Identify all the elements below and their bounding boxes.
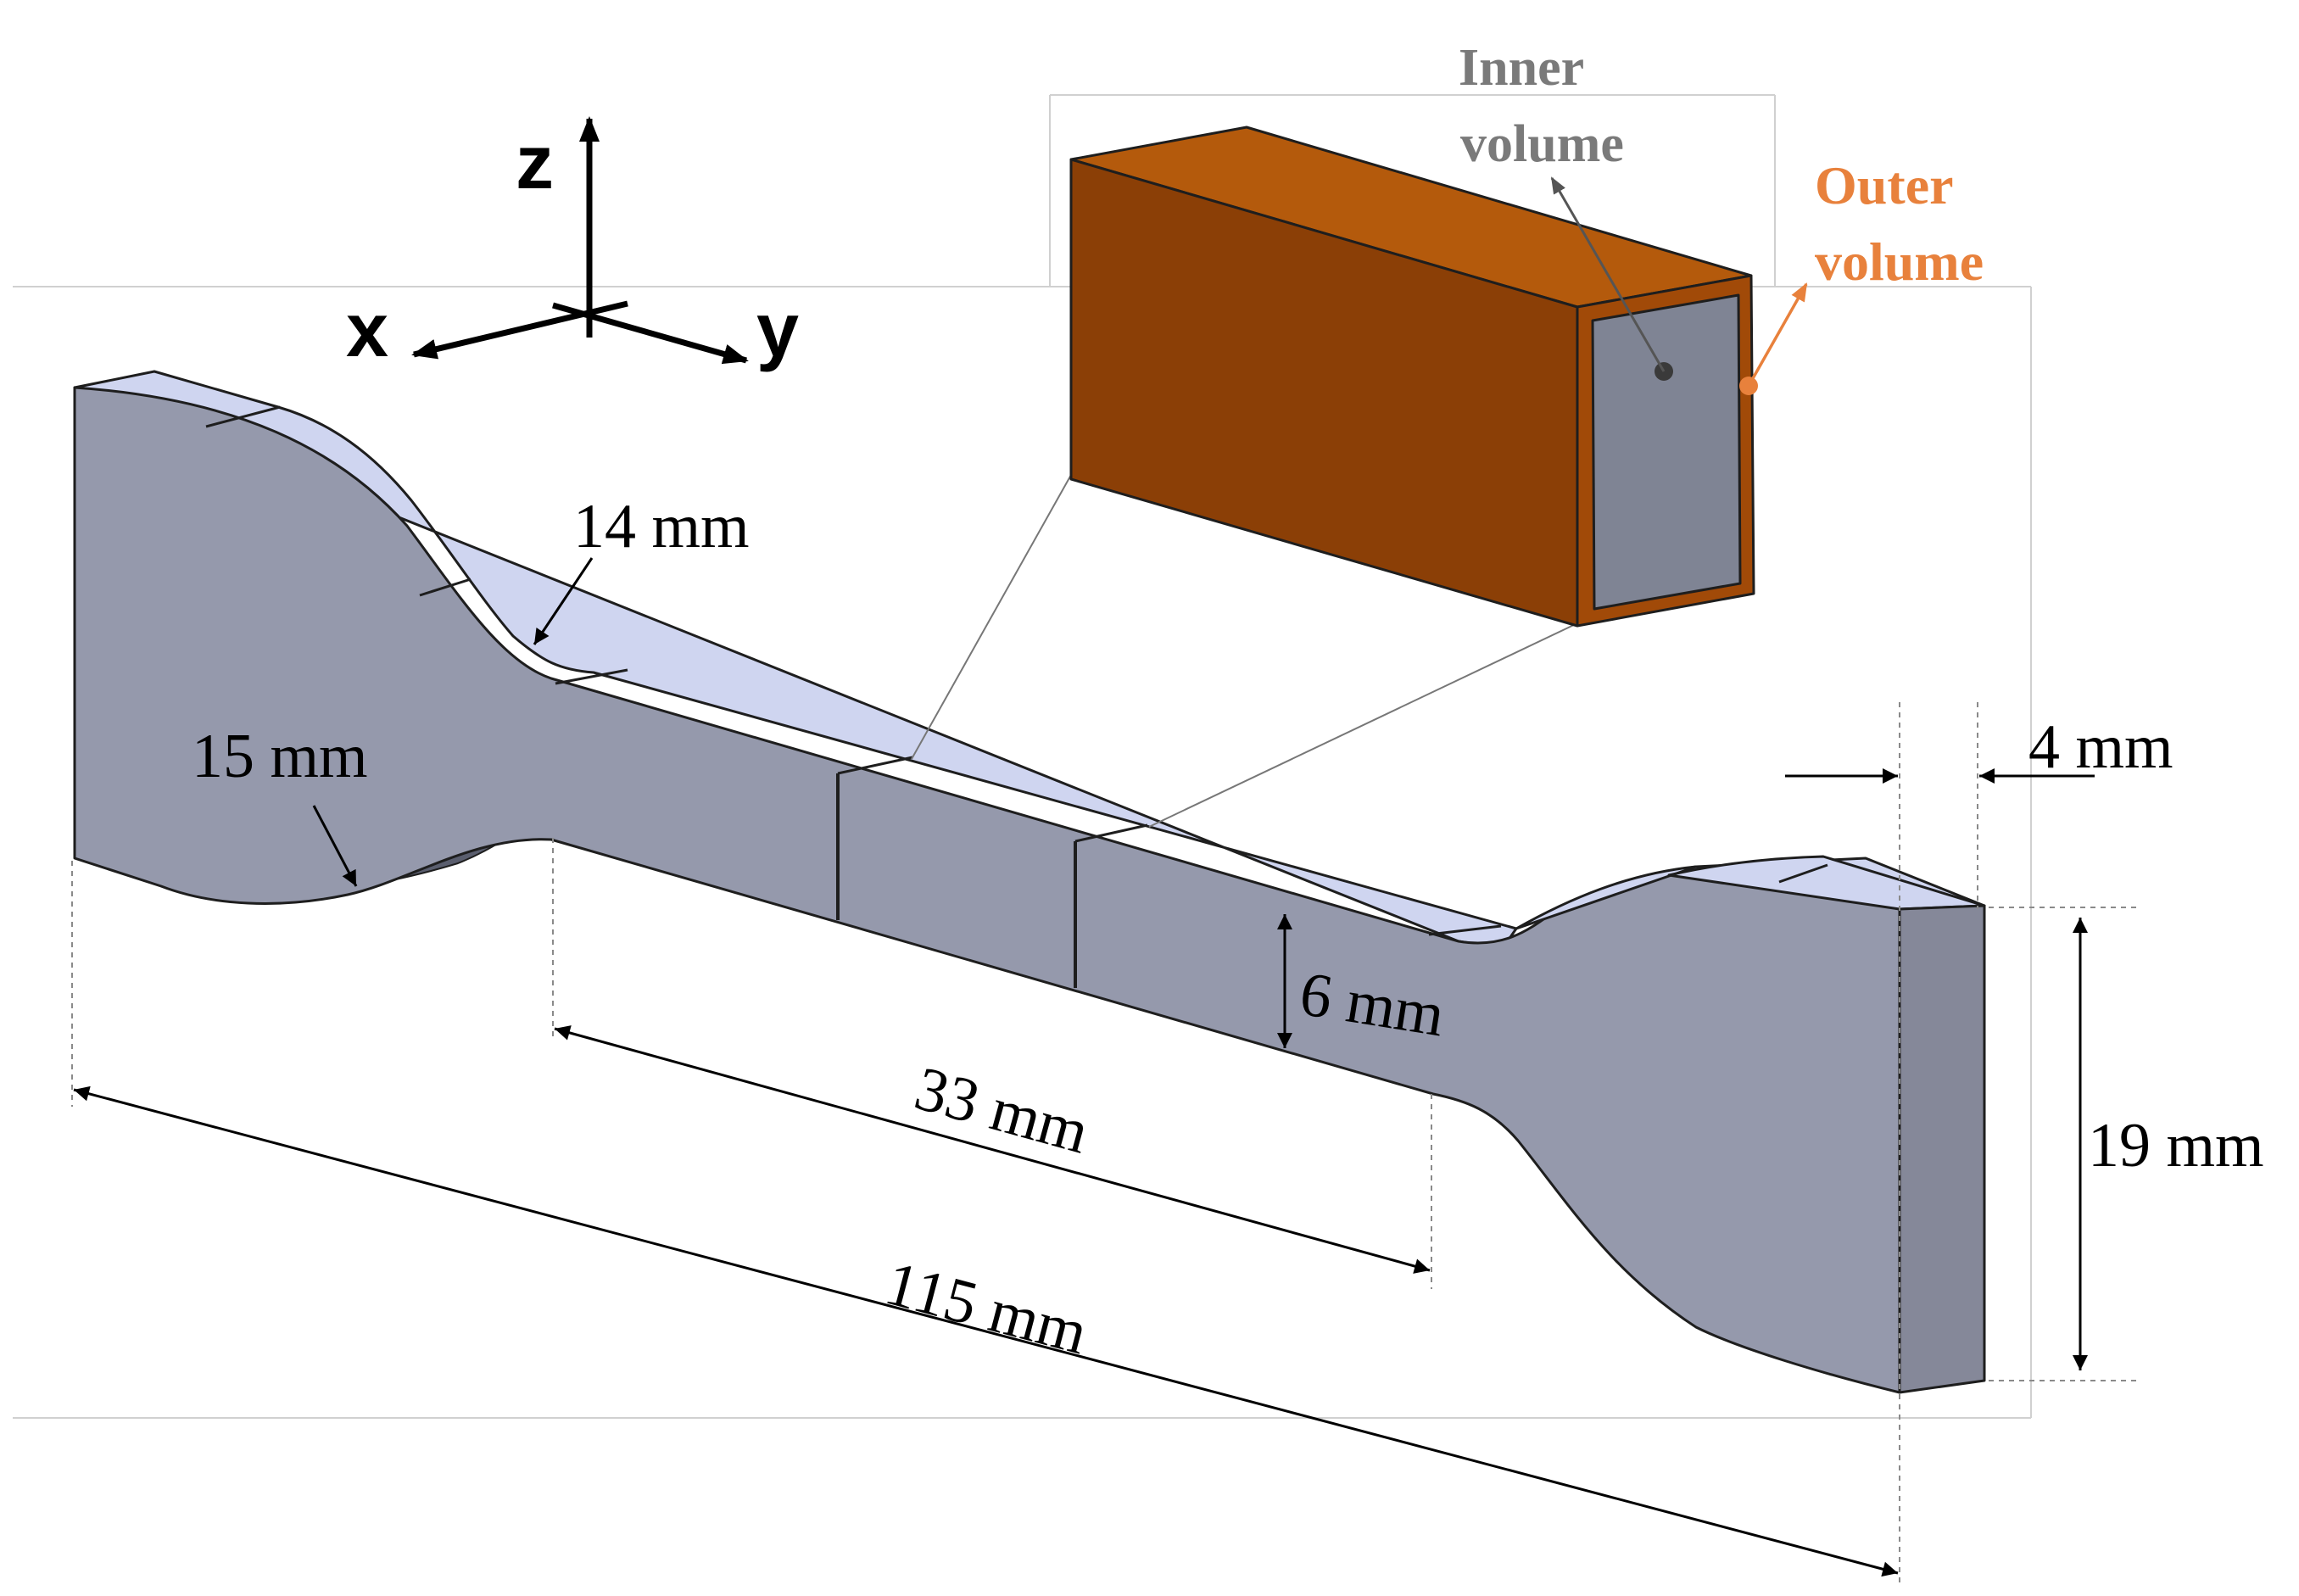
tensile-specimen — [73, 370, 1986, 1394]
coordinate-axes: z x y — [346, 116, 799, 373]
top-seam-1 — [205, 405, 281, 428]
y-axis-label: y — [756, 288, 799, 373]
dim-33mm-label: 33 mm — [907, 1053, 1096, 1167]
outer-volume-leader — [1747, 282, 1808, 387]
right-grip-top-strip — [1667, 855, 1986, 911]
top-seam-2 — [419, 578, 472, 597]
specimen-end-face — [1898, 904, 1986, 1394]
dim-115mm-label: 115 mm — [879, 1248, 1095, 1368]
inner-volume-face — [1591, 293, 1742, 611]
dim-14mm-leader — [533, 557, 594, 645]
top-seam-4 — [1428, 924, 1502, 936]
inner-volume-label-line2: volume — [1460, 115, 1624, 173]
inner-volume-label-line1: Inner — [1459, 39, 1584, 97]
segment-top-seam-left — [837, 756, 913, 775]
x-axis-label: x — [346, 288, 388, 373]
dim-33mm-line — [554, 1025, 1431, 1274]
segment-top-seam-right — [1074, 823, 1148, 843]
dim-19mm-label: 19 mm — [2088, 1111, 2264, 1180]
inner-volume-leader — [1550, 176, 1666, 372]
outer-volume-label-line1: Outer — [1815, 155, 1954, 215]
z-axis-label: z — [516, 120, 554, 205]
outer-volume-label-line2: volume — [1815, 232, 1984, 292]
y-axis-line — [552, 302, 749, 365]
extension-lines — [71, 702, 2137, 1586]
zoom-connectors — [911, 474, 1578, 828]
dim-14mm-label: 14 mm — [573, 492, 750, 561]
dim-4mm-label: 4 mm — [2028, 712, 2173, 782]
dim-115mm-line — [73, 1085, 1899, 1577]
x-axis-line — [411, 300, 628, 360]
dim-15mm-leader — [312, 805, 358, 887]
top-seam-5 — [1778, 863, 1828, 884]
volume-inset: Inner volume Outer volume — [1069, 39, 1984, 628]
top-seam-3 — [555, 668, 628, 685]
dim-15mm-label: 15 mm — [192, 722, 368, 791]
